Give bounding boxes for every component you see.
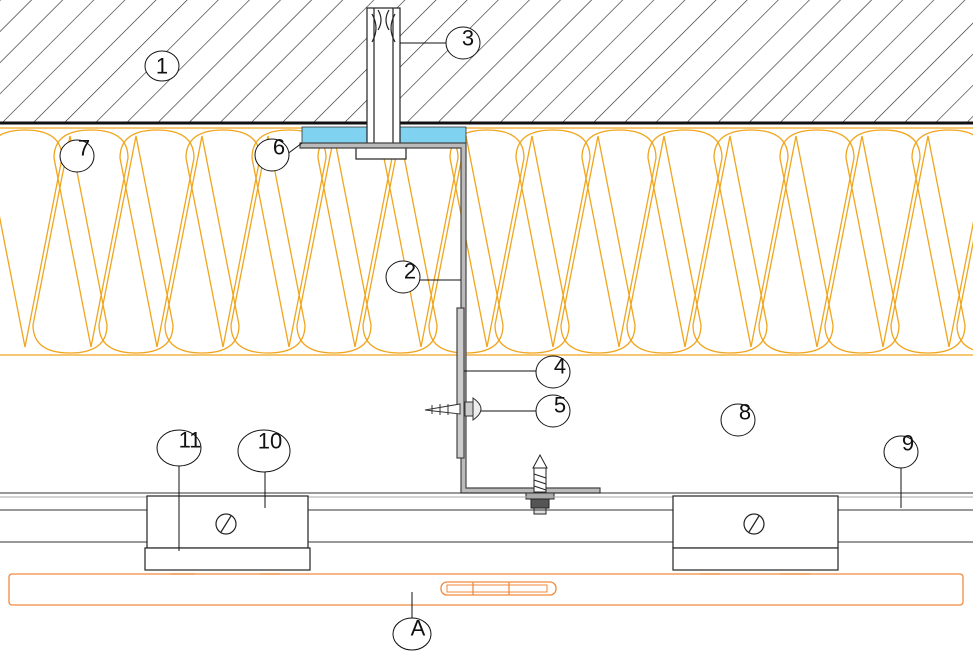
insulation-fiber-loop — [890, 135, 966, 354]
svg-text:1: 1 — [156, 54, 168, 79]
callout-4: 4 — [535, 354, 571, 389]
anchor-dowel — [355, 7, 407, 160]
insulation-fiber-loop — [581, 129, 657, 348]
svg-text:11: 11 — [179, 428, 202, 453]
panel-clamp-right — [672, 495, 839, 571]
insulation-fiber-loop — [164, 135, 240, 354]
insulation-fiber-loop — [692, 135, 768, 354]
panel-clamp-left — [144, 495, 311, 571]
callout-9: 9 — [883, 431, 919, 469]
insulation-fiber-loop — [494, 135, 570, 354]
svg-text:3: 3 — [462, 26, 474, 51]
callout-8: 8 — [720, 400, 756, 437]
insulation-layer — [0, 127, 973, 356]
insulation-fiber-loop — [845, 129, 921, 348]
svg-text:9: 9 — [902, 431, 914, 456]
insulation-fiber-loop — [98, 135, 174, 354]
callout-7: 7 — [59, 136, 95, 173]
insulation-fiber-loop — [911, 129, 973, 348]
svg-text:5: 5 — [554, 393, 566, 418]
insulation-fiber-loop — [956, 239, 973, 351]
insulation-fiber-loop — [824, 135, 900, 354]
insulation-fiber-loop — [0, 129, 63, 348]
insulation-fiber-loop — [647, 129, 723, 348]
svg-text:6: 6 — [273, 135, 285, 160]
insulation-fiber-loop — [296, 135, 372, 354]
facade-panel — [8, 573, 964, 606]
svg-text:8: 8 — [739, 400, 751, 425]
insulation-fiber-loop — [32, 135, 108, 354]
callout-1: 1 — [144, 50, 180, 82]
rail-screw — [525, 453, 555, 515]
bracket-screw — [424, 397, 482, 421]
svg-text:7: 7 — [78, 136, 90, 161]
guide-profile — [456, 307, 465, 459]
insulation-fiber-loop — [626, 135, 702, 354]
insulation-fiber-loop — [758, 135, 834, 354]
callout-10: 10 — [237, 429, 291, 473]
insulation-fiber-loop — [713, 129, 789, 348]
svg-text:A: A — [411, 616, 426, 641]
callout-3: 3 — [445, 26, 481, 60]
leader-lines — [178, 42, 902, 620]
svg-text:4: 4 — [554, 354, 566, 379]
callout-2: 2 — [385, 259, 421, 294]
insulation-fiber-loop — [560, 135, 636, 354]
insulation-fiber-loop — [362, 135, 438, 354]
callout-6: 6 — [254, 135, 290, 172]
insulation-fiber-loop — [119, 129, 195, 348]
insulation-fiber-loop — [230, 135, 306, 354]
callout-5: 5 — [535, 393, 571, 428]
callout-A: A — [392, 616, 432, 651]
insulation-fiber-loop — [515, 129, 591, 348]
callout-11: 11 — [156, 428, 202, 467]
insulation-fiber-loop — [53, 129, 129, 348]
insulation-fiber-loop — [779, 129, 855, 348]
insulation-fiber-loop — [251, 129, 327, 348]
svg-text:2: 2 — [404, 259, 416, 284]
svg-text:10: 10 — [258, 429, 282, 454]
